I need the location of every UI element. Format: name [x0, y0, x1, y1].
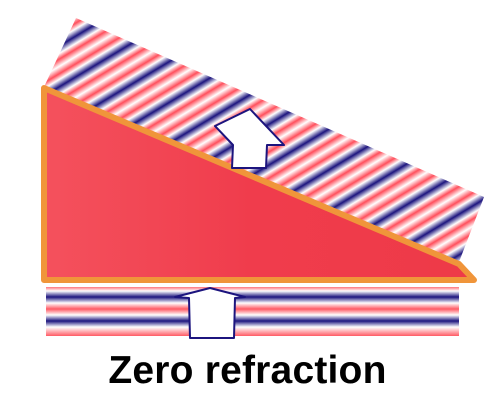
diagram-caption: Zero refraction	[108, 349, 387, 392]
up-arrow-icon	[174, 287, 246, 339]
up-arrow-icon	[214, 108, 285, 169]
prism	[44, 88, 470, 282]
incident-wave-band	[46, 287, 459, 336]
prism-outline	[41, 85, 477, 283]
